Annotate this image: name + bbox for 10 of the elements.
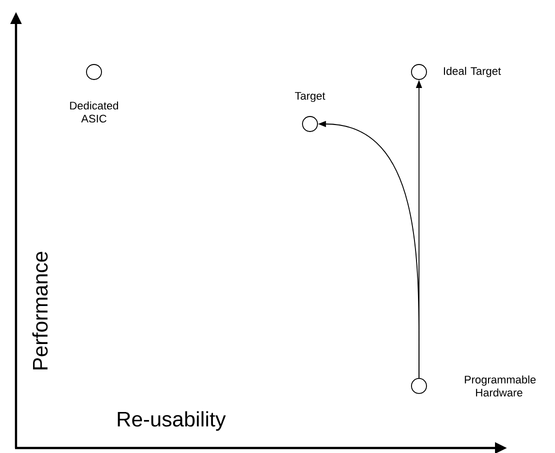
point-label: Programmable Hardware	[464, 375, 536, 397]
point-label: Ideal Target	[444, 66, 501, 78]
axis-label: Performance	[32, 252, 48, 370]
point-circle	[411, 64, 427, 80]
point-label: Dedicated ASIC	[70, 101, 118, 123]
axis-label: Re-usability	[118, 411, 226, 431]
point-circle	[302, 116, 318, 132]
point-label: Target	[294, 92, 326, 102]
point-circle	[86, 64, 102, 80]
point-circle	[411, 378, 427, 394]
